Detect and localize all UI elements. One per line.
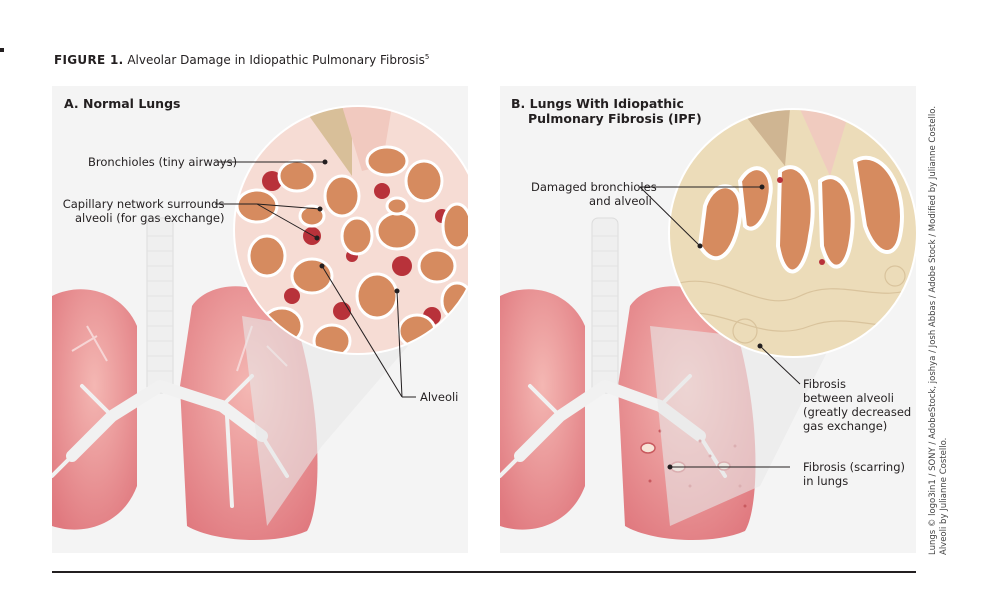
panel-b-heading-line2: Pulmonary Fibrosis (IPF) xyxy=(528,111,702,126)
corner-mark xyxy=(0,48,4,52)
figure-title: FIGURE 1. Alveolar Damage in Idiopathic … xyxy=(54,53,429,67)
panel-b-heading: B. Lungs With Idiopathic Pulmonary Fibro… xyxy=(511,96,702,126)
label-damaged-line2: and alveoli xyxy=(589,194,652,208)
magnification-cone xyxy=(242,316,408,526)
trachea xyxy=(591,217,619,394)
bottom-rule xyxy=(52,571,916,573)
normal-alveoli-magnified xyxy=(234,106,468,354)
trachea xyxy=(146,217,174,394)
label-leader-lines xyxy=(639,184,801,470)
label-damaged-line1: Damaged bronchioles xyxy=(531,180,657,194)
label-fibrosis-between-4: gas exchange) xyxy=(803,419,888,433)
image-credit-text: Lungs © logo3in1 / SONY / AdobeStock, jo… xyxy=(928,106,950,555)
normal-lungs-illustration xyxy=(52,105,468,541)
label-fibrosis-scarring-2: in lungs xyxy=(803,474,849,488)
label-fibrosis-between-2: between alveoli xyxy=(803,391,894,405)
figure-number: FIGURE 1. xyxy=(54,53,124,67)
panel-ipf-lungs: B. Lungs With Idiopathic Pulmonary Fibro… xyxy=(500,86,916,553)
label-capillary-line1: Capillary network surrounds xyxy=(62,197,225,211)
panel-a-heading: A. Normal Lungs xyxy=(64,96,181,111)
image-credit: Lungs © logo3in1 / SONY / AdobeStock, jo… xyxy=(928,106,952,555)
label-fibrosis-scarring: Fibrosis (scarring) in lungs xyxy=(803,460,905,488)
credit-line1: Lungs © logo3in1 / SONY / AdobeStock, jo… xyxy=(928,105,938,555)
label-capillary-line2: alveoli (for gas exchange) xyxy=(75,211,225,225)
ipf-lungs-illustration xyxy=(500,108,916,541)
label-fibrosis-between-1: Fibrosis xyxy=(803,377,846,391)
left-lung xyxy=(500,289,585,530)
label-bronchioles: Bronchioles (tiny airways) xyxy=(88,155,238,169)
label-capillary-network: Capillary network surrounds alveoli (for… xyxy=(57,197,225,225)
label-fibrosis-between-alveoli: Fibrosis between alveoli (greatly decrea… xyxy=(803,377,911,433)
label-leader-lines xyxy=(215,159,416,398)
damaged-alveoli-magnified xyxy=(669,109,916,357)
credit-line2: Alveoli by Julianne Costello. xyxy=(939,437,949,555)
figure-title-text: Alveolar Damage in Idiopathic Pulmonary … xyxy=(127,53,425,67)
panel-normal-lungs: A. Normal Lungs Bronchioles (tiny airway… xyxy=(52,86,468,553)
label-alveoli: Alveoli xyxy=(420,390,459,404)
damaged-alveoli xyxy=(697,155,904,274)
figure-reference: 5 xyxy=(424,53,430,61)
panel-b-heading-line1: B. Lungs With Idiopathic xyxy=(511,96,684,111)
label-fibrosis-between-3: (greatly decreased xyxy=(803,405,912,419)
magnification-cone xyxy=(650,326,830,526)
label-damaged-bronchioles: Damaged bronchioles and alveoli xyxy=(531,180,657,208)
label-fibrosis-scarring-1: Fibrosis (scarring) xyxy=(803,460,905,474)
